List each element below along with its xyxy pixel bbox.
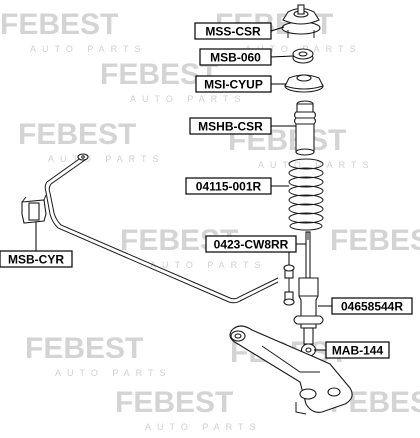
stabilizer-bar-drawing: [44, 153, 279, 304]
watermark-tagline: AUTO PARTS: [150, 260, 267, 270]
watermark-brand: FEBEST: [18, 118, 136, 151]
callout-mshb-csr[interactable]: MSHB-CSR: [189, 117, 272, 135]
part-number-label: MSB-060: [210, 51, 261, 65]
part-number-label: MSHB-CSR: [198, 120, 263, 134]
watermark-brand: FEBEST: [0, 8, 118, 41]
watermark-brand: FEBEST: [115, 386, 233, 419]
watermark-brand: FEBEST: [25, 332, 143, 365]
part-number-label: MSB-CYR: [8, 253, 64, 267]
callout-04115-001r[interactable]: 04115-001R: [185, 177, 272, 195]
lower-arm-drawing: [229, 325, 353, 415]
part-number-label: MSS-CSR: [205, 25, 261, 39]
spring-seat-drawing: [284, 74, 324, 93]
watermark-tagline: AUTO PARTS: [30, 44, 147, 54]
watermark-tagline: AUTO PARTS: [258, 160, 375, 170]
dust-boot-drawing: [293, 100, 317, 156]
stabilizer-bushing-drawing: [21, 194, 47, 224]
strut-mount-drawing: [281, 4, 321, 38]
part-number-label: MAB-144: [332, 344, 384, 358]
callout-msb-060[interactable]: MSB-060: [199, 48, 272, 66]
part-number-label: 04115-001R: [196, 180, 262, 194]
callout-04658544r[interactable]: 04658544R: [331, 297, 413, 315]
part-number-label: 04658544R: [341, 300, 403, 314]
mount-bushing-drawing: [292, 48, 314, 64]
callout-msi-cyup[interactable]: MSI-CYUP: [195, 75, 272, 93]
shock-absorber-drawing: [293, 231, 324, 357]
leader-lines: [35, 26, 332, 351]
watermark-tagline: AUTO PARTS: [55, 368, 172, 378]
stabilizer-link-drawing: [283, 264, 295, 306]
callout-msb-cyr[interactable]: MSB-CYR: [0, 250, 73, 268]
callout-mab-144[interactable]: MAB-144: [325, 341, 390, 359]
watermark-tagline: AUTO PARTS: [145, 422, 262, 432]
watermark-tagline: AUTO PARTS: [48, 154, 165, 164]
callout-0423-cw8rr[interactable]: 0423-CW8RR: [205, 235, 297, 253]
watermark-tagline: AUTO PARTS: [130, 94, 247, 104]
watermark-brand: FEBEST: [330, 224, 420, 257]
callout-mss-csr[interactable]: MSS-CSR: [194, 22, 272, 40]
watermark-group: FEBEST AUTO PARTS FEBEST AUTO PARTS FEBE…: [0, 8, 420, 432]
part-number-label: MSI-CYUP: [204, 78, 263, 92]
part-number-label: 0423-CW8RR: [214, 238, 289, 252]
coil-spring-drawing: [288, 158, 324, 231]
